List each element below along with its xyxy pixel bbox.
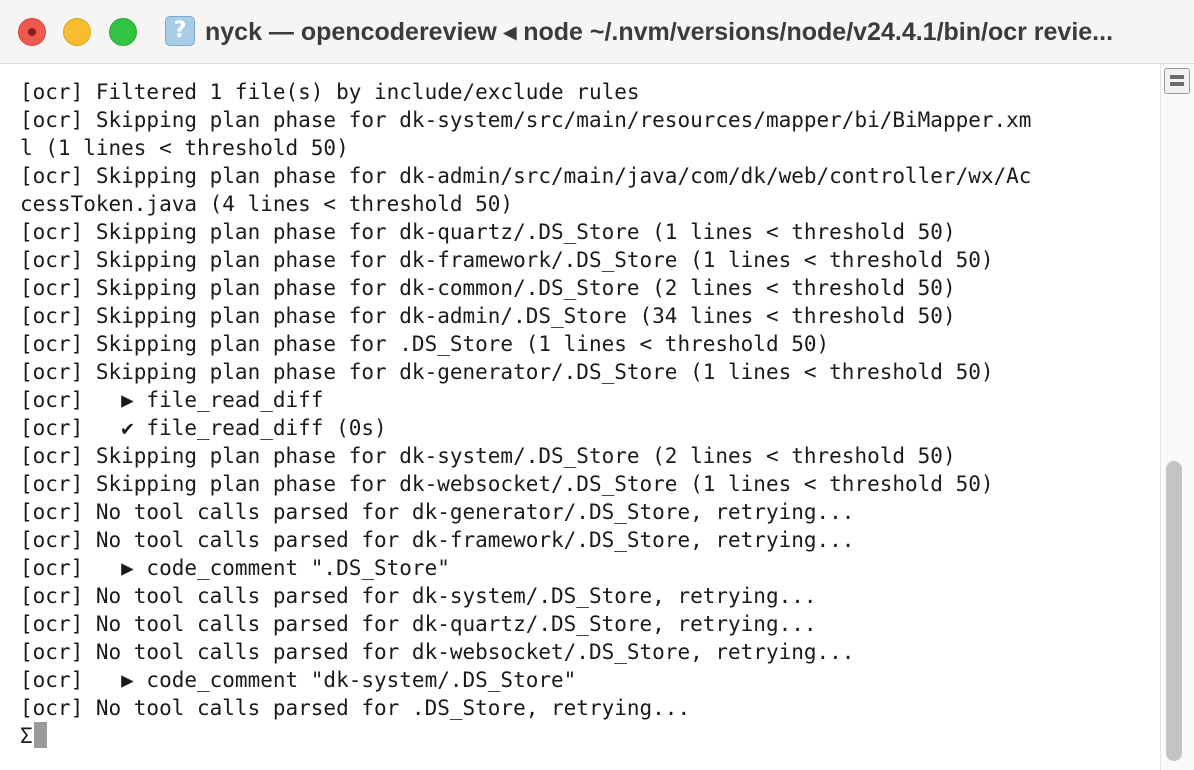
text-cursor [33, 722, 47, 748]
terminal-line: [ocr] ▶ code_comment "dk-system/.DS_Stor… [20, 668, 577, 692]
split-pane-icon-bar [1170, 82, 1184, 86]
zoom-window-button[interactable] [109, 18, 137, 46]
terminal-output[interactable]: [ocr] Filtered 1 file(s) by include/excl… [0, 64, 1160, 770]
question-document-icon: ? [165, 16, 195, 46]
terminal-line: [ocr] Skipping plan phase for dk-framewo… [20, 248, 994, 272]
terminal-line: [ocr] Skipping plan phase for dk-system/… [20, 108, 1032, 132]
terminal-line: [ocr] ✔ file_read_diff (0s) [20, 416, 387, 440]
terminal-line: [ocr] No tool calls parsed for dk-framew… [20, 528, 855, 552]
terminal-lines: [ocr] Filtered 1 file(s) by include/excl… [20, 78, 1150, 722]
terminal-line: [ocr] Skipping plan phase for dk-common/… [20, 276, 956, 300]
terminal-line: [ocr] Skipping plan phase for dk-quartz/… [20, 220, 956, 244]
window-title: nyck — opencodereview ◂ node ~/.nvm/vers… [205, 18, 1114, 46]
terminal-line: [ocr] No tool calls parsed for dk-system… [20, 584, 817, 608]
terminal-line: l (1 lines < threshold 50) [20, 136, 349, 160]
close-window-button[interactable] [18, 18, 46, 46]
terminal-line: [ocr] No tool calls parsed for .DS_Store… [20, 696, 691, 720]
title-bar[interactable]: ? nyck — opencodereview ◂ node ~/.nvm/ve… [0, 0, 1194, 64]
terminal-line: [ocr] No tool calls parsed for dk-websoc… [20, 640, 855, 664]
terminal-line: [ocr] Skipping plan phase for dk-generat… [20, 360, 994, 384]
terminal-line: [ocr] Filtered 1 file(s) by include/excl… [20, 80, 640, 104]
terminal-line: [ocr] Skipping plan phase for dk-system/… [20, 444, 956, 468]
minimize-window-button[interactable] [63, 18, 91, 46]
terminal-line: [ocr] No tool calls parsed for dk-genera… [20, 500, 855, 524]
prompt-line[interactable]: Σ [20, 722, 47, 750]
split-pane-icon [1170, 75, 1184, 79]
terminal-line: cessToken.java (4 lines < threshold 50) [20, 192, 514, 216]
terminal-line: [ocr] Skipping plan phase for dk-admin/.… [20, 304, 956, 328]
terminal-line: [ocr] ▶ file_read_diff [20, 388, 324, 412]
terminal-line: [ocr] Skipping plan phase for .DS_Store … [20, 332, 830, 356]
prompt-symbol: Σ [20, 724, 33, 748]
split-pane-button[interactable] [1164, 68, 1190, 94]
terminal-line: [ocr] Skipping plan phase for dk-admin/s… [20, 164, 1032, 188]
terminal-line: [ocr] Skipping plan phase for dk-websock… [20, 472, 994, 496]
scrollbar-thumb[interactable] [1166, 461, 1182, 761]
terminal-line: [ocr] No tool calls parsed for dk-quartz… [20, 612, 817, 636]
terminal-line: [ocr] ▶ code_comment ".DS_Store" [20, 556, 450, 580]
